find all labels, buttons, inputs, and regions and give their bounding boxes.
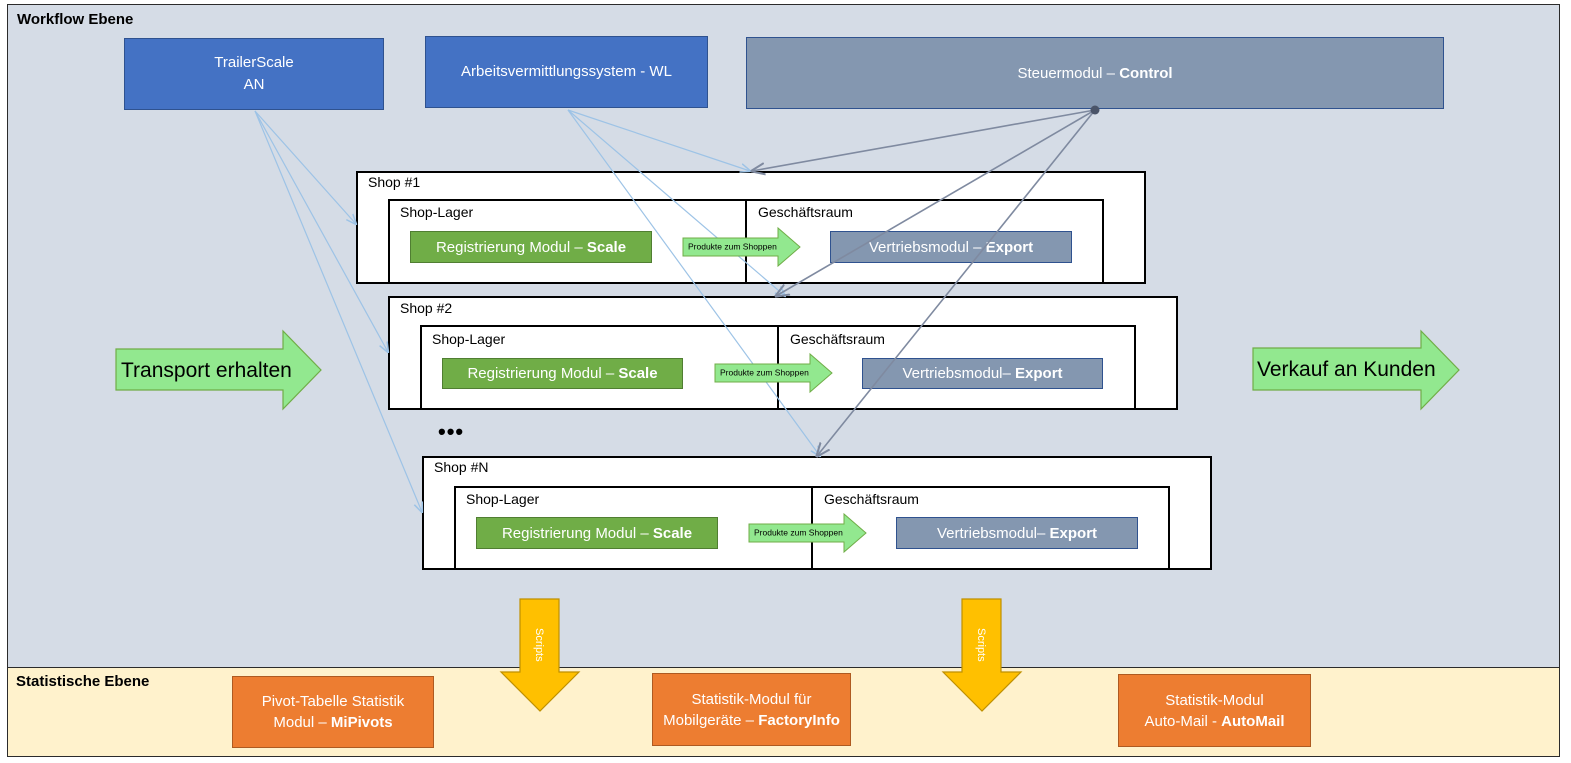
mipivots-bold: MiPivots (330, 714, 393, 731)
transport-arrow: Transport erhalten (115, 329, 322, 411)
shop-1-flow-label: Produkte zum Shoppen (688, 242, 777, 252)
shop-1-vert-prefix: Vertriebsmodul – (868, 238, 986, 256)
shop-2-lager-label: Shop-Lager (432, 331, 506, 347)
shop-n (422, 456, 1212, 570)
shop-2-reg-bold: Scale (618, 365, 658, 382)
mipivots-line1: Pivot-Tabelle Statistik (261, 693, 405, 710)
shop-n-flow-label: Produkte zum Shoppen (754, 528, 843, 538)
shop-n-lager-label: Shop-Lager (466, 491, 540, 507)
verkauf-arrow-label: Verkauf an Kunden (1257, 358, 1436, 381)
shop-1-vert-bold: Export (985, 238, 1034, 256)
scripts-arrow-right-label: Scripts (975, 628, 987, 662)
automail-module: Statistik-Modul Auto-Mail - AutoMail (1118, 674, 1311, 747)
shop-2-raum-label: Geschäftsraum (790, 331, 885, 347)
verkauf-arrow: Verkauf an Kunden (1252, 329, 1460, 411)
arbeits-to-shop-2 (567, 109, 785, 296)
shop-2-flow-label: Produkte zum Shoppen (720, 368, 809, 378)
transport-arrow-label: Transport erhalten (121, 359, 292, 382)
more-shops-ellipsis: ••• (438, 419, 465, 444)
shop-2-registrierung-module: Registrierung Modul – Scale (442, 358, 683, 389)
shop-2-vert-bold: Export (1015, 365, 1063, 382)
steuer-to-shop-1 (752, 109, 1096, 171)
workflow-layer-label: Workflow Ebene (17, 11, 134, 28)
shop-n-title: Shop #N (434, 459, 489, 475)
shop-n-vert-bold: Export (1049, 524, 1098, 542)
arbeits-connectors (567, 109, 820, 456)
trailerscale-code: AN (243, 76, 265, 93)
statistics-layer-label: Statistische Ebene (16, 673, 150, 690)
shop-2-vert-prefix: Vertriebsmodul– (902, 365, 1016, 382)
steuermodul-prefix: Steuermodul – (1017, 64, 1120, 82)
steuer-connector-origin (1090, 105, 1100, 115)
factoryinfo-line1: Statistik-Modul für (691, 690, 812, 708)
trailerscale-to-shop-2 (254, 110, 388, 352)
shop-1-title: Shop #1 (368, 174, 421, 190)
shop-n-vert-prefix: Vertriebsmodul– (936, 524, 1050, 542)
shop-2-vertrieb-module: Vertriebsmodul– Export (862, 358, 1103, 389)
shop-1-vertrieb-module: Vertriebsmodul – Export (830, 231, 1072, 263)
steuermodul-bold: Control (1119, 64, 1173, 82)
shop-n-flow-arrow: Produkte zum Shoppen (748, 512, 867, 554)
arbeits-to-shop-n (567, 109, 820, 456)
shop-n-vertrieb-module: Vertriebsmodul– Export (896, 517, 1138, 549)
trailerscale-name: TrailerScale (214, 54, 294, 71)
trailerscale-connectors (254, 110, 422, 512)
shop-2-reg-prefix: Registrierung Modul – (467, 365, 619, 382)
scripts-arrow-left: Scripts (499, 598, 581, 712)
shop-1-flow-arrow: Produkte zum Shoppen (682, 226, 801, 268)
automail-line1: Statistik-Modul (1165, 691, 1264, 709)
shop-n-reg-prefix: Registrierung Modul – (501, 524, 653, 542)
steuer-connectors (752, 109, 1096, 456)
shop-n-raum-label: Geschäftsraum (824, 491, 919, 507)
trailerscale-to-shop-n (254, 110, 422, 512)
mipivots-prefix: Modul – (273, 714, 331, 731)
shop-1-lager-label: Shop-Lager (400, 204, 474, 220)
shop-1-reg-prefix: Registrierung Modul – (435, 238, 587, 256)
shop-1-registrierung-module: Registrierung Modul – Scale (410, 231, 652, 263)
shop-2-flow-arrow: Produkte zum Shoppen (714, 352, 833, 394)
automail-bold: AutoMail (1221, 712, 1285, 730)
automail-prefix: Auto-Mail - (1144, 712, 1222, 730)
shop-n-registrierung-module: Registrierung Modul – Scale (476, 517, 718, 549)
scripts-arrow-right: Scripts (941, 598, 1023, 712)
steuer-to-shop-n (817, 109, 1096, 456)
trailerscale-to-shop-1 (254, 110, 356, 224)
steuermodul-module: Steuermodul – Control (746, 37, 1444, 109)
trailerscale-module: TrailerScale AN (124, 38, 384, 110)
shop-1-raum-label: Geschäftsraum (758, 204, 853, 220)
factoryinfo-bold: FactoryInfo (758, 711, 840, 729)
shop-n-reg-bold: Scale (652, 524, 693, 542)
factoryinfo-module: Statistik-Modul für Mobilgeräte – Factor… (652, 673, 851, 746)
shop-1-reg-bold: Scale (586, 238, 627, 256)
scripts-arrow-left-label: Scripts (533, 628, 545, 662)
steuer-to-shop-2 (776, 109, 1096, 296)
arbeitsvermittlung-module: Arbeitsvermittlungssystem - WL (425, 36, 708, 108)
arbeits-to-shop-1 (567, 109, 750, 171)
mipivots-module: Pivot-Tabelle Statistik Modul – MiPivots (232, 676, 434, 748)
factoryinfo-prefix: Mobilgeräte – (663, 711, 759, 729)
shop-2-title: Shop #2 (400, 300, 453, 316)
